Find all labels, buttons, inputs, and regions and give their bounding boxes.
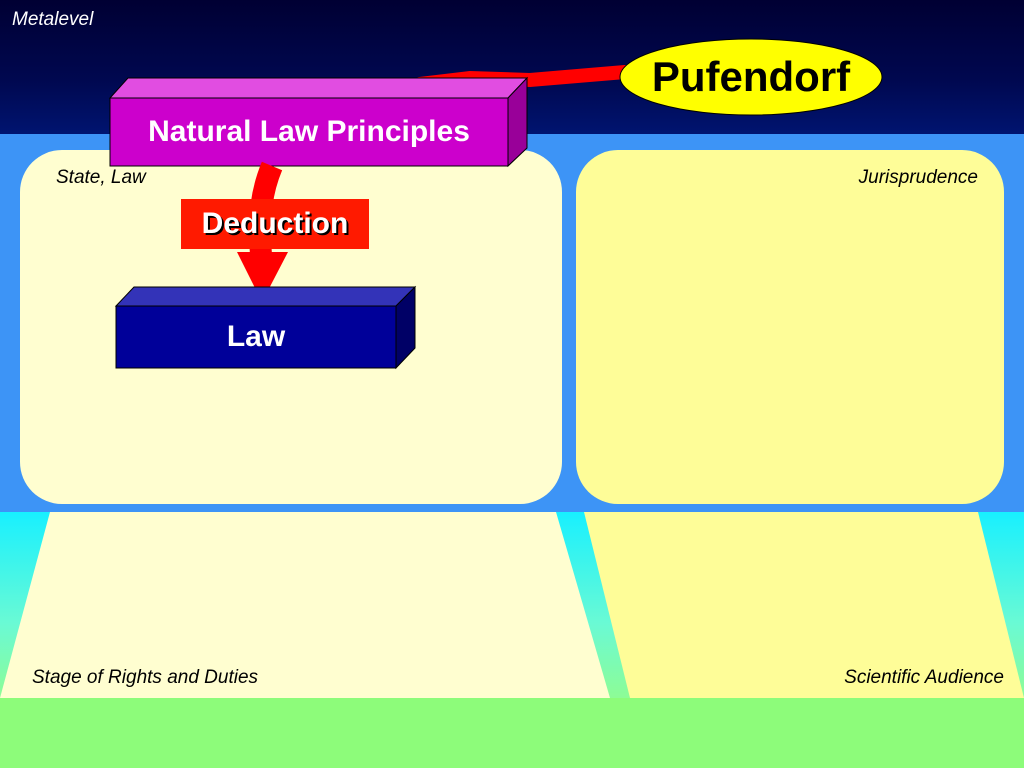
natural-law-principles-label: Natural Law Principles [148,115,470,148]
scientific-audience-platform [584,512,1024,698]
law-box-top [114,286,417,307]
metalevel-label: Metalevel [12,9,94,30]
jurisprudence-panel [576,150,1004,504]
pufendorf-ellipse [619,38,883,116]
stage-of-rights-platform [0,512,610,698]
deduction-label: Deduction [181,199,369,249]
pufendorf-label: Pufendorf [651,53,851,100]
ground-band [0,698,1024,768]
scientific-audience-label: Scientific Audience [844,667,1004,688]
stage-of-rights-label: Stage of Rights and Duties [32,667,259,688]
jurisprudence-label: Jurisprudence [858,167,978,188]
principles-box-top [108,77,529,99]
law-box-front [115,305,397,369]
principles-box-front [109,97,509,167]
law-label: Law [226,320,286,353]
state-law-label: State, Law [56,167,146,188]
deduction-arrow-head [237,252,288,302]
